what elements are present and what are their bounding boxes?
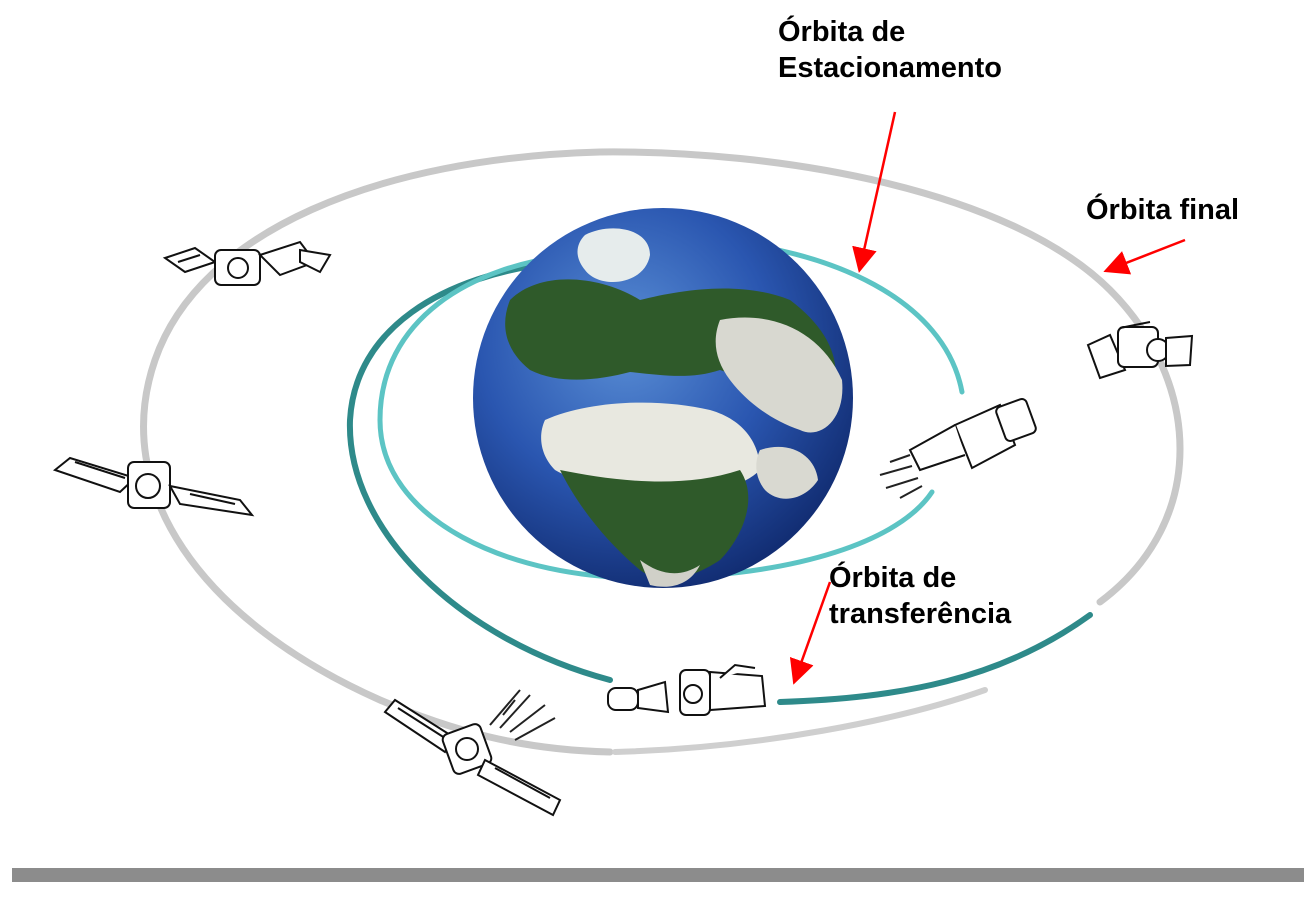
bottom-divider-bar: [12, 868, 1304, 882]
final-orbit-label-line1: Órbita final: [1086, 194, 1240, 226]
satellite-transfer-icon: [607, 663, 767, 716]
final-orbit-lower-path: [612, 687, 988, 755]
final-orbit-path: [140, 148, 1184, 756]
earth-globe: [473, 208, 853, 588]
transfer-orbit-arrow: [789, 581, 832, 685]
parking-orbit-arrow: [852, 111, 897, 273]
parking-orbit-label-line1: Órbita de: [778, 16, 906, 48]
transfer-orbit-label-line2: transferência: [829, 598, 1012, 630]
transfer-orbit-path: [346, 259, 613, 683]
parking-orbit-label-line2: Estacionamento: [778, 52, 1002, 84]
transfer-orbit-label-line1: Órbita de: [829, 562, 957, 594]
satellite-parking-icon: [879, 398, 1037, 499]
satellite-left-icon: [52, 456, 255, 517]
final-orbit-arrow: [1103, 238, 1186, 275]
parking-orbit-path: [377, 252, 935, 581]
transfer-orbit-lower-path: [777, 612, 1093, 705]
satellite-bottom-left-icon: [383, 689, 562, 817]
satellite-top-left-icon: [162, 240, 332, 286]
satellite-final-icon: [1086, 321, 1194, 380]
transfer-orbit-label: Órbita de transferência: [829, 560, 1011, 632]
parking-orbit-label: Órbita de Estacionamento: [778, 14, 1002, 86]
final-orbit-label: Órbita final: [1086, 192, 1239, 228]
